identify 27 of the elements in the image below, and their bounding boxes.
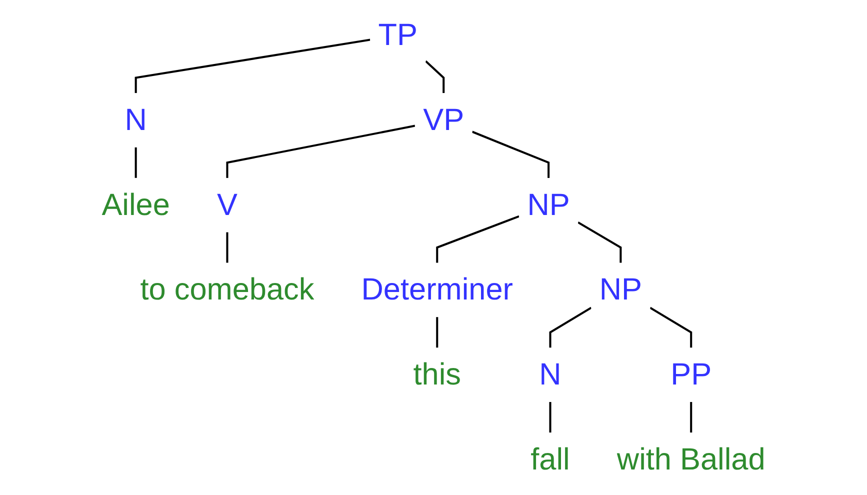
connector bbox=[134, 147, 137, 178]
connector bbox=[226, 232, 228, 263]
connector bbox=[226, 124, 416, 178]
node-text: NP bbox=[599, 273, 642, 307]
node-text: NP bbox=[527, 188, 570, 222]
connector bbox=[549, 306, 592, 348]
node-text: VP bbox=[423, 103, 464, 138]
connector bbox=[472, 130, 550, 178]
node-text: V bbox=[216, 188, 238, 222]
node-text: N bbox=[124, 103, 147, 138]
connector bbox=[650, 306, 692, 348]
connector bbox=[549, 402, 552, 433]
connector bbox=[436, 317, 438, 348]
node-text: with Ballad bbox=[616, 442, 766, 477]
connector bbox=[425, 60, 445, 94]
connector bbox=[134, 38, 370, 94]
node-text: Ailee bbox=[102, 188, 170, 222]
node-text: to comeback bbox=[140, 273, 314, 307]
connector bbox=[578, 222, 622, 263]
node-text: fall bbox=[530, 442, 570, 477]
node-text: N bbox=[539, 358, 562, 392]
node-text: Determiner bbox=[361, 273, 514, 307]
node-text: PP bbox=[670, 358, 712, 392]
node-text: TP bbox=[378, 18, 418, 52]
connector bbox=[690, 402, 692, 433]
connector bbox=[436, 215, 520, 263]
node-text: this bbox=[413, 358, 462, 392]
